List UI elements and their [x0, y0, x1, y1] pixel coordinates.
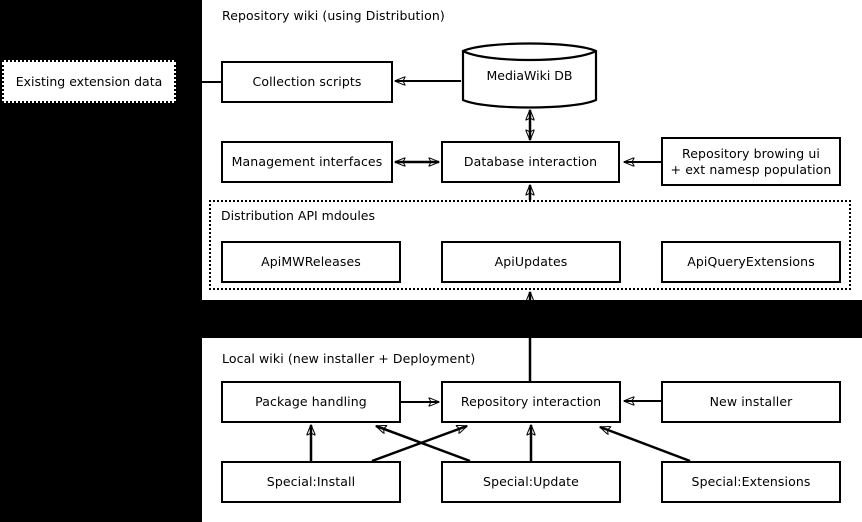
node-repository-browsing-ui[interactable]: Repository browing ui + ext namesp popul…: [661, 137, 841, 186]
node-label-line-2: + ext namesp population: [670, 161, 832, 177]
node-repository-interaction[interactable]: Repository interaction: [441, 381, 621, 423]
node-label: New installer: [709, 394, 793, 410]
node-label: Management interfaces: [231, 154, 383, 170]
node-special-install[interactable]: Special:Install: [221, 461, 401, 503]
node-label-line-1: Repository browing ui: [682, 145, 820, 161]
node-label: Special:Install: [266, 474, 356, 490]
node-label: Database interaction: [463, 154, 598, 170]
node-api-mwreleases[interactable]: ApiMWReleases: [221, 241, 401, 283]
node-label: Repository interaction: [460, 394, 602, 410]
node-label: ApiQueryExtensions: [687, 254, 815, 270]
node-management-interfaces[interactable]: Management interfaces: [221, 141, 393, 183]
panel-title-repository-wiki: Repository wiki (using Distribution): [222, 8, 445, 23]
node-api-updates[interactable]: ApiUpdates: [441, 241, 621, 283]
node-label: Special:Update: [483, 474, 579, 490]
node-special-extensions[interactable]: Special:Extensions: [661, 461, 841, 503]
node-database-interaction[interactable]: Database interaction: [441, 141, 620, 183]
database-cylinder-icon: [461, 42, 598, 109]
node-label: Collection scripts: [252, 74, 362, 90]
node-label: Package handling: [255, 394, 367, 410]
group-distribution-api-modules: Distribution API mdoules: [209, 200, 851, 290]
node-collection-scripts[interactable]: Collection scripts: [221, 61, 393, 103]
node-new-installer[interactable]: New installer: [661, 381, 841, 423]
node-api-query-extensions[interactable]: ApiQueryExtensions: [661, 241, 841, 283]
node-label: ApiMWReleases: [261, 254, 361, 270]
node-label: Special:Extensions: [691, 474, 811, 490]
node-mediawiki-db[interactable]: MediaWiki DB: [461, 39, 598, 112]
node-label: Existing extension data: [15, 74, 163, 89]
panel-title-local-wiki: Local wiki (new installer + Deployment): [222, 351, 476, 366]
node-special-update[interactable]: Special:Update: [441, 461, 621, 503]
group-title-distribution-api-modules: Distribution API mdoules: [221, 208, 376, 223]
node-label: ApiUpdates: [494, 254, 568, 270]
node-existing-extension-data[interactable]: Existing extension data: [2, 60, 176, 103]
node-package-handling[interactable]: Package handling: [221, 381, 401, 423]
